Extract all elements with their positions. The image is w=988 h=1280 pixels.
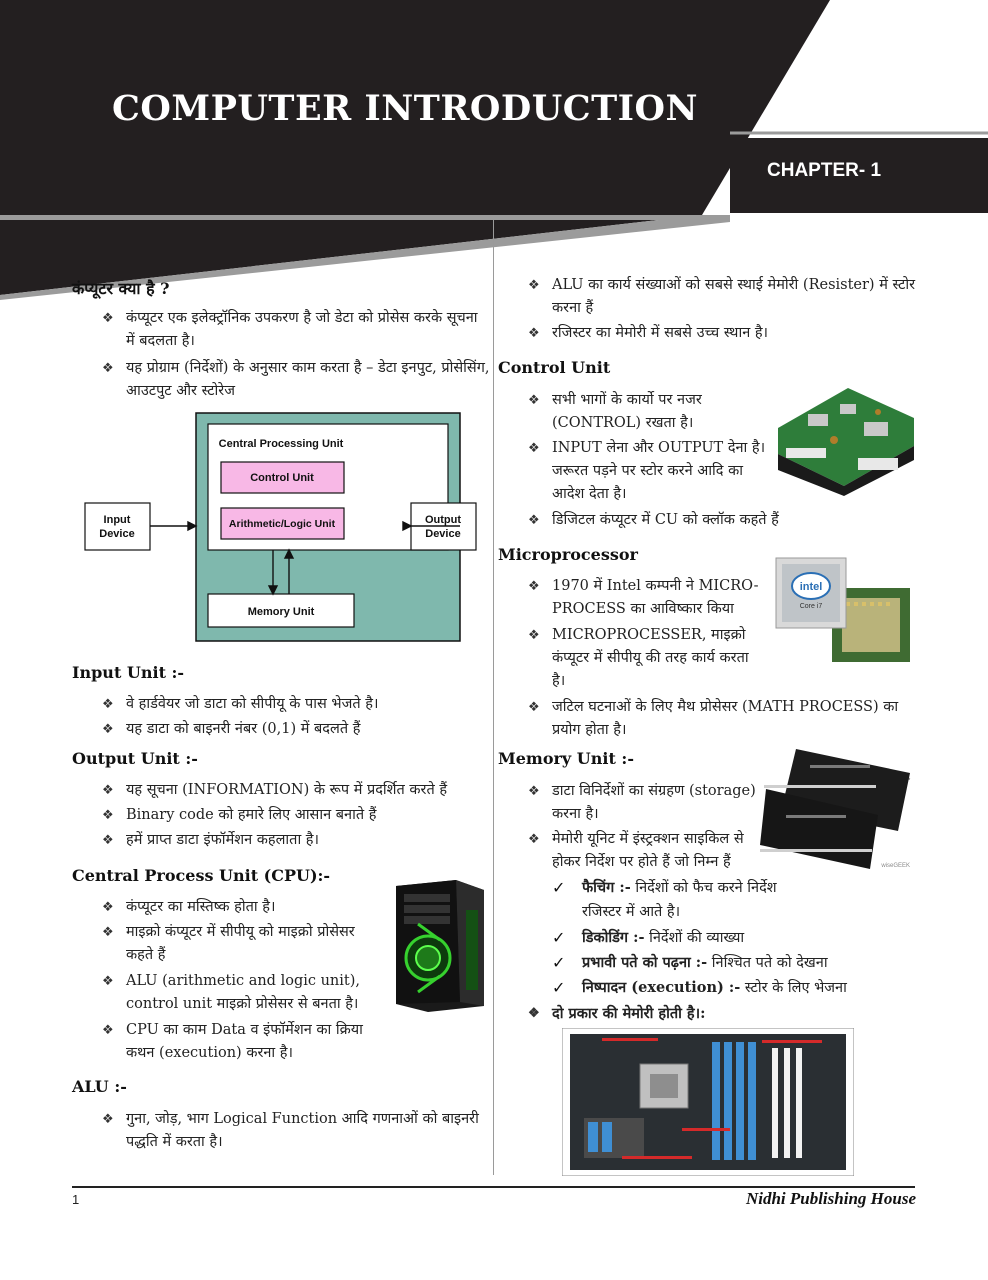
bullet-item: ❖ALU (arithmetic and logic unit), contro…	[102, 970, 382, 1016]
check-icon: ✓	[552, 953, 566, 972]
bullet-item: ❖मेमोरी यूनिट में इंस्ट्रक्शन साइकिल से …	[528, 828, 756, 874]
motherboard-image	[562, 1028, 854, 1176]
check-item: ✓डिकोडिंग :- निर्देशों की व्याख्या	[552, 926, 912, 950]
heading-output-unit: Output Unit :-	[72, 749, 198, 768]
bullet-icon: ❖	[102, 783, 114, 798]
memory-chip-image: wiseGEEK	[760, 749, 911, 869]
bullet-icon: ❖	[102, 925, 114, 940]
bullet-icon: ❖	[528, 579, 540, 594]
diagram-arrows	[150, 520, 460, 596]
diagram-alu-label: Arithmetic/Logic Unit	[229, 518, 336, 530]
bullet-icon: ❖	[102, 311, 114, 326]
diagram-output-label-line1: Output	[425, 514, 461, 526]
bullet-icon: ❖	[528, 326, 540, 341]
bullet-item: ❖माइक्रो कंप्यूटर में सीपीयू को माइक्रो …	[102, 921, 382, 967]
bullet-icon: ❖	[102, 974, 114, 989]
bullet-icon: ❖	[528, 1006, 540, 1021]
publisher-name: Nidhi Publishing House	[745, 1189, 916, 1208]
heading-memory-unit: Memory Unit :-	[498, 749, 634, 768]
bullet-item: ❖हमें प्राप्त डाटा इंफॉर्मेशन कहलाता है।	[102, 829, 490, 852]
check-icon: ✓	[552, 928, 566, 947]
bullet-icon: ❖	[528, 832, 540, 847]
bullet-item: ❖Binary code को हमारे लिए आसान बनाते हैं	[102, 804, 490, 827]
bullet-item: ❖जटिल घटनाओं के लिए मैथ प्रोसेसर (MATH P…	[528, 696, 916, 742]
bullet-icon: ❖	[102, 1112, 114, 1127]
bullet-item: ❖रजिस्टर का मेमोरी में सबसे उच्च स्थान ह…	[528, 322, 916, 345]
heading-alu: ALU :-	[72, 1077, 127, 1096]
diagram-input-device	[84, 502, 151, 551]
diagram-control-label: Control Unit	[250, 472, 314, 484]
heading-what-is-computer: कंप्यूटर क्या है ?	[72, 279, 170, 298]
check-item: ✓प्रभावी पते को पढ़ना :- निश्चित पते को …	[552, 951, 912, 975]
bullet-item: ❖कंप्यूटर एक इलेक्ट्रॉनिक उपकरण है जो डे…	[102, 307, 490, 353]
intel-model-text: Core i7	[800, 603, 823, 610]
heading-input-unit: Input Unit :-	[72, 663, 185, 682]
bullet-item: ❖गुना, जोड़, भाग Logical Function आदि गण…	[102, 1108, 490, 1154]
bullet-item: ❖1970 में Intel कम्पनी ने MICRO-PROCESS …	[528, 575, 764, 621]
bullet-icon: ❖	[528, 700, 540, 715]
diagram-control-unit	[220, 461, 345, 494]
column-divider	[493, 220, 494, 1175]
bullet-item: ❖वे हार्डवेयर जो डाटा को सीपीयू के पास भ…	[102, 693, 490, 716]
footer-rule	[72, 1186, 915, 1188]
check-icon: ✓	[552, 878, 566, 897]
bullet-item: ❖INPUT लेना और OUTPUT देना है। जरूरत पड़…	[528, 437, 770, 506]
intel-chip-image: intel Core i7	[775, 557, 910, 662]
diagram-input-label-line2: Device	[99, 528, 134, 540]
bullet-item: ❖MICROPROCESSER, माइक्रो कंप्यूटर में सी…	[528, 624, 764, 693]
bullet-icon: ❖	[102, 833, 114, 848]
bullet-icon: ❖	[102, 697, 114, 712]
heading-control-unit: Control Unit	[498, 358, 611, 377]
diagram-cpu-label: Central Processing Unit	[219, 438, 344, 450]
bullet-item: ❖ALU का कार्य संख्याओं को सबसे स्थाई मेम…	[528, 274, 916, 320]
bullet-icon: ❖	[528, 393, 540, 408]
diagram-input-label-line1: Input	[104, 514, 131, 526]
bullet-icon: ❖	[102, 1023, 114, 1038]
header-banner	[0, 0, 988, 300]
diagram-memory-unit	[207, 593, 355, 628]
heading-microprocessor: Microprocessor	[498, 545, 638, 564]
bullet-item: ❖डाटा विनिर्देशों का संग्रहण (storage) क…	[528, 780, 756, 826]
diagram-memory-label: Memory Unit	[248, 606, 315, 618]
check-item: ✓निष्पादन (execution) :- स्टोर के लिए भे…	[552, 976, 912, 1000]
page-title: COMPUTER INTRODUCTION	[112, 88, 699, 129]
bullet-item: ❖सभी भागों के कार्यो पर नजर (CONTROL) रख…	[528, 389, 770, 435]
heading-cpu: Central Process Unit (CPU):-	[72, 866, 331, 885]
bullet-item: ❖दो प्रकार की मेमोरी होती है।:	[528, 1002, 852, 1025]
bullet-icon: ❖	[102, 361, 114, 376]
chapter-label: CHAPTER- 1	[767, 160, 882, 181]
bullet-icon: ❖	[528, 784, 540, 799]
intel-logo-text: intel	[800, 581, 823, 593]
bullet-icon: ❖	[528, 628, 540, 643]
bullet-icon: ❖	[102, 722, 114, 737]
bullet-icon: ❖	[102, 808, 114, 823]
bullet-icon: ❖	[102, 900, 114, 915]
check-icon: ✓	[552, 978, 566, 997]
pc-tower-image	[396, 880, 484, 1012]
cpu-block-diagram: Central Processing Unit Control Unit Ari…	[84, 412, 477, 642]
diagram-alu-unit	[220, 507, 345, 540]
control-board-image	[778, 388, 914, 496]
bullet-item: ❖डिजिटल कंप्यूटर में CU को क्लॉक कहते है…	[528, 509, 916, 532]
bullet-item: ❖कंप्यूटर का मस्तिष्क होता है।	[102, 896, 382, 919]
page-number: 1	[72, 1192, 80, 1207]
bullet-item: ❖यह सूचना (INFORMATION) के रूप में प्रदर…	[102, 779, 490, 802]
bullet-item: ❖यह डाटा को बाइनरी नंबर (0,1) में बदलते …	[102, 718, 490, 741]
diagram-output-label-line2: Device	[425, 528, 460, 540]
check-item: ✓फैचिंग :- निर्देशों को फैच करने निर्देश…	[552, 878, 777, 920]
bullet-item: ❖यह प्रोग्राम (निर्देशों) के अनुसार काम …	[102, 357, 490, 403]
bullet-icon: ❖	[528, 278, 540, 293]
bullet-icon: ❖	[528, 441, 540, 456]
bullet-icon: ❖	[528, 513, 540, 528]
image-watermark: wiseGEEK	[880, 863, 910, 869]
bullet-item: ❖CPU का काम Data व इंफॉर्मेशन का क्रिया …	[102, 1019, 382, 1065]
